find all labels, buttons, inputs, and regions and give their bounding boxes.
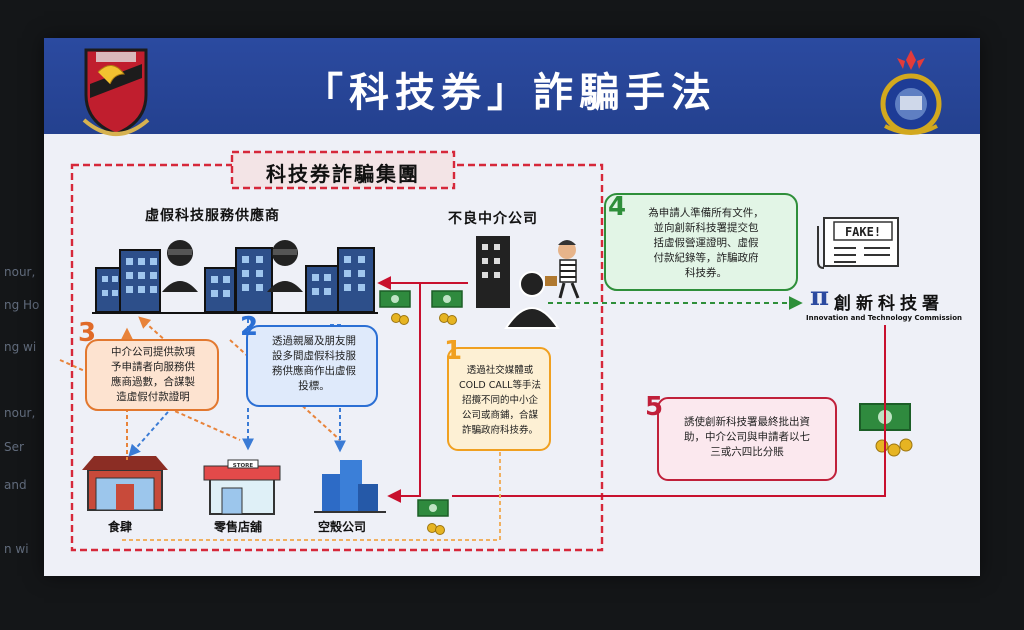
step-5-box	[657, 397, 837, 481]
step-3-text: 中介公司提供款項 予申請者向服務供 應商過數，合謀製 造虛假付款證明	[111, 346, 195, 403]
agency-office-icon	[476, 236, 560, 329]
step-3-box	[85, 339, 219, 411]
step-number-5: 5	[645, 392, 664, 422]
police-college-crest-icon	[82, 48, 150, 136]
step-4-text: 為申請人準備所有文件， 並向創新科技署提交包 括虛假營運證明、虛假 付款紀錄等，…	[648, 207, 764, 279]
supplier-buildings-icon	[92, 247, 378, 314]
masked-person-icon	[162, 240, 198, 292]
step-4-box	[604, 193, 798, 291]
shell-company-icon	[314, 460, 386, 513]
step-number-2: 2	[240, 312, 259, 342]
money-icon	[417, 499, 449, 535]
rogue-agency-label: 不良中介公司	[448, 211, 538, 227]
applicant-label-shell: 空殼公司	[318, 520, 367, 534]
side-fragment: Ser	[4, 440, 24, 454]
step-5-text: 誘使創新科技署最終批出資 助，中介公司與申請者以七 三或六四比分賬	[684, 416, 810, 458]
side-fragment: nour,	[4, 265, 36, 279]
itc-logo-icon: π	[810, 282, 829, 312]
itc-name-en: Innovation and Technology Commission	[806, 314, 962, 322]
fraud-group-title-box	[230, 150, 456, 190]
applicant-label-retail: 零售店舖	[214, 520, 263, 534]
fraud-group-title: 科技券詐騙集團	[266, 162, 420, 186]
itc-name: 創新科技署	[834, 294, 944, 314]
retail-store-icon	[203, 459, 281, 515]
slide-title: 「科技券」詐騙手法	[303, 69, 717, 116]
step-number-1: 1	[444, 336, 463, 366]
fake-newspaper-icon	[817, 217, 899, 269]
restaurant-icon	[82, 456, 168, 511]
side-fragment: ng wi	[4, 340, 37, 354]
step-1-text: 透過社交媒體或 COLD CALL等手法 招攬不同的中小企 公司或商鋪，合謀 詐…	[459, 365, 541, 436]
side-fragment: and	[4, 478, 27, 492]
side-fragment: n wi	[4, 542, 29, 556]
step-2-box	[246, 325, 378, 407]
money-icon	[379, 290, 411, 325]
masked-person-icon	[267, 240, 303, 292]
slide-header	[44, 38, 980, 134]
store-sign: STORE	[233, 463, 254, 469]
money-icon	[431, 290, 463, 325]
fake-label: FAKE!	[845, 225, 881, 239]
step-2-text: 透過親屬及朋友開 設多間虛假科技服 務供應商作出虛假 投標。	[272, 335, 356, 392]
applicant-label-restaurant: 食肆	[108, 520, 133, 534]
step-number-4: 4	[608, 192, 627, 222]
step-1-box	[447, 347, 551, 451]
side-fragment: nour,	[4, 406, 36, 420]
fake-supplier-label: 虛假科技服務供應商	[145, 208, 280, 224]
side-fragment: ng Ho	[4, 298, 40, 312]
thief-with-bag-icon	[545, 240, 580, 299]
step-number-3: 3	[78, 318, 97, 348]
hk-police-badge-icon	[880, 50, 942, 135]
